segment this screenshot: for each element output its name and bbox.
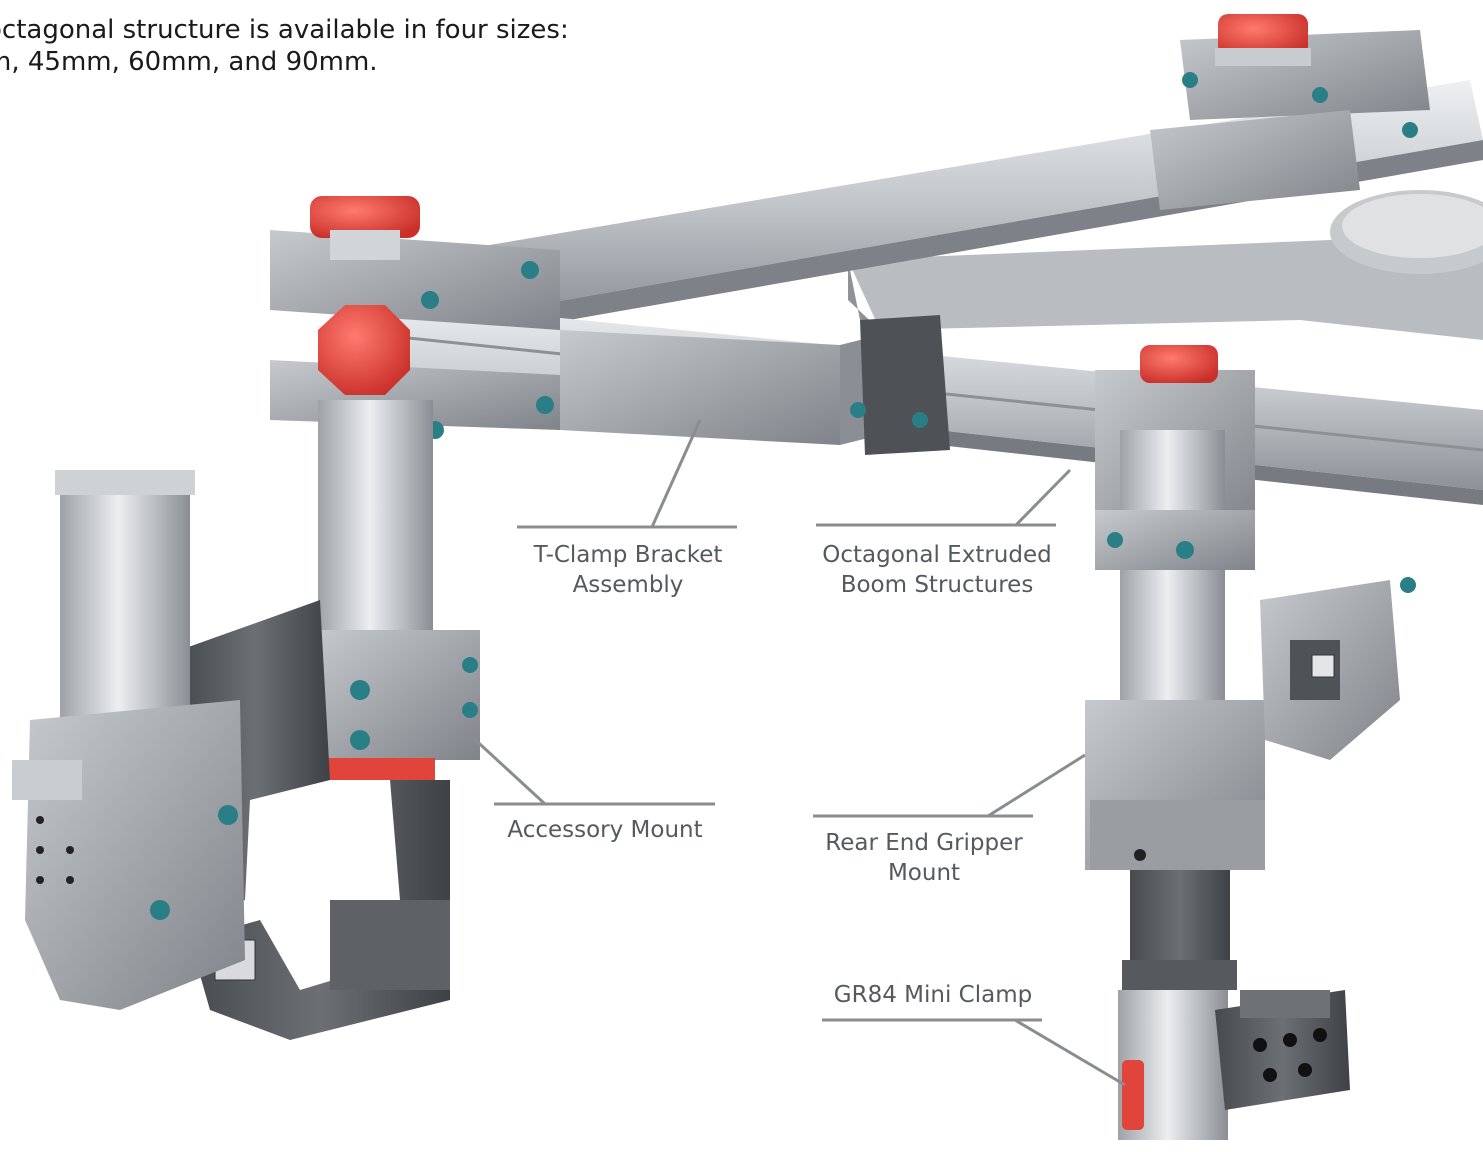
gr84-mini-clamp: [1215, 990, 1350, 1110]
left-column: [310, 400, 480, 780]
callout-line: Mount: [887, 860, 961, 886]
callout-octagonal-boom: Octagonal Extruded Boom Structures: [817, 540, 1057, 600]
intro-line-1: octagonal structure is available in four…: [0, 15, 569, 45]
leader-boom-pointer: [1014, 468, 1072, 527]
callout-line: Rear End Gripper: [825, 830, 1023, 856]
callout-t-clamp-bracket: T-Clamp Bracket Assembly: [508, 540, 748, 600]
callout-line: Accessory Mount: [507, 817, 703, 843]
callout-line: Octagonal Extruded: [822, 542, 1052, 568]
callout-line: T-Clamp Bracket: [533, 542, 723, 568]
leader-accessory-pointer: [468, 733, 547, 806]
right-side-gripper: [1260, 577, 1416, 760]
callout-line: Boom Structures: [840, 572, 1034, 598]
right-lower-cylinder: [1118, 870, 1237, 1140]
leader-rear-gripper-pointer: [987, 753, 1086, 818]
top-clamp-cluster: [1150, 14, 1430, 210]
callout-accessory-mount: Accessory Mount: [485, 815, 725, 845]
leader-lines: [468, 419, 1126, 1087]
callout-line: GR84 Mini Clamp: [833, 982, 1033, 1008]
leader-t-clamp-pointer: [650, 419, 702, 528]
left-gripper-body: [12, 470, 245, 1010]
intro-text: octagonal structure is available in four…: [0, 14, 569, 78]
t-clamp-bracket: [560, 315, 950, 455]
callout-gr84-mini-clamp: GR84 Mini Clamp: [813, 980, 1053, 1010]
leader-mini-clamp-pointer: [1014, 1018, 1126, 1087]
right-column: [1085, 345, 1265, 870]
mounting-plate: [848, 190, 1483, 340]
callout-line: Assembly: [572, 572, 684, 598]
intro-line-2: m, 45mm, 60mm, and 90mm.: [0, 47, 378, 77]
callout-rear-end-gripper: Rear End Gripper Mount: [804, 828, 1044, 888]
